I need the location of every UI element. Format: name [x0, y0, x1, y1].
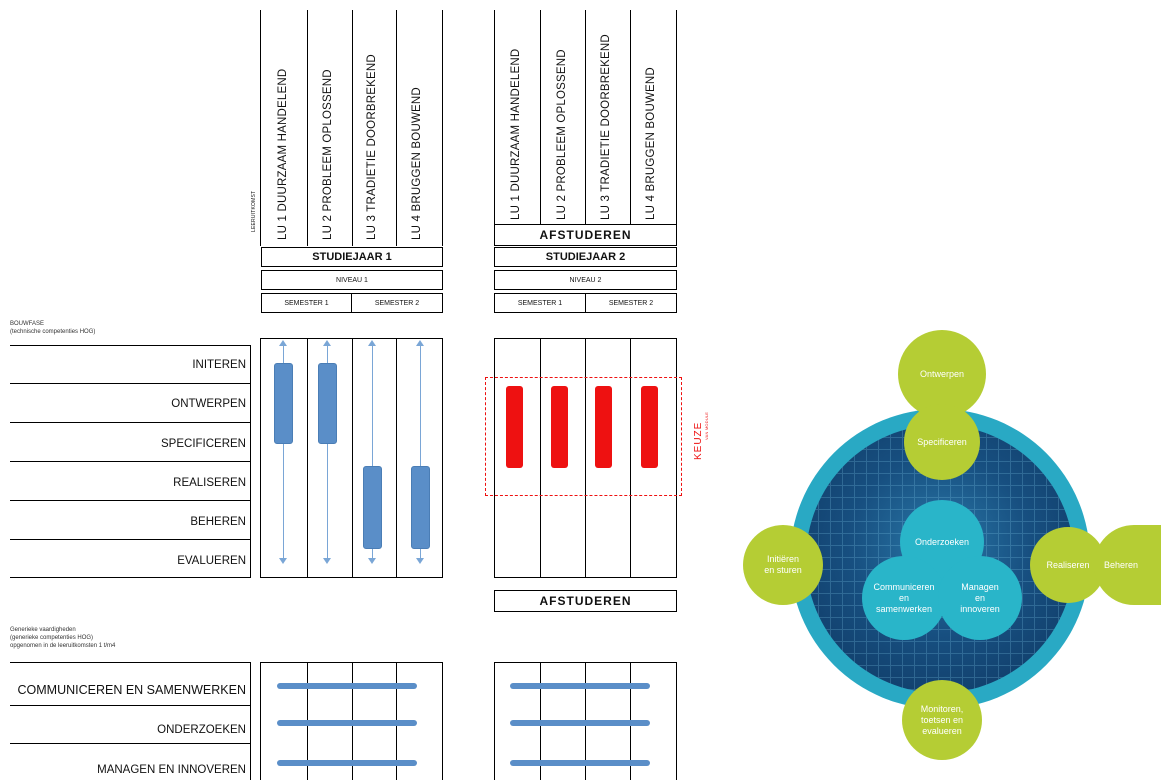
arrow-up-icon: [416, 340, 424, 346]
beheren-circle: Beheren: [1094, 525, 1161, 605]
studiejaar-1-header: STUDIEJAAR 1: [261, 247, 443, 267]
keuze-sub-label: VAN MODULE: [704, 411, 709, 440]
lu2-keuze-bar: [551, 386, 568, 468]
column-header-lu2: LU 2 PROBLEEM OPLOSSEND: [322, 69, 334, 240]
phase-evalueren: EVALUEREN: [177, 555, 246, 567]
afstuderen-header: AFSTUDEREN: [494, 224, 677, 246]
skill-bar: [277, 720, 417, 726]
column-header-lu4: LU 4 BRUGGEN BOUWEND: [411, 87, 423, 240]
arrow-down-icon: [279, 558, 287, 564]
skill-bar: [510, 683, 650, 689]
ontwerpen-circle: Ontwerpen: [898, 330, 986, 418]
column-header-lu3: LU 3 TRADIETIE DOORBREKEND: [366, 54, 378, 240]
lu2-range-bar: [318, 363, 337, 444]
skill-onderzoeken: ONDERZOEKEN: [157, 724, 246, 736]
arrow-down-icon: [416, 558, 424, 564]
keuze-selection-box: [485, 377, 682, 496]
column-header-lu3-y2: LU 3 TRADIETIE DOORBREKEND: [600, 34, 612, 220]
keuze-label: KEUZE: [693, 421, 704, 460]
lu3-range-bar: [363, 466, 382, 549]
skill-bar: [277, 683, 417, 689]
skill-bar: [277, 760, 417, 766]
semester-1-header: SEMESTER 1: [261, 293, 352, 313]
studiejaar-2-header: STUDIEJAAR 2: [494, 247, 677, 267]
arrow-up-icon: [368, 340, 376, 346]
arrow-up-icon: [279, 340, 287, 346]
lu1-range-bar: [274, 363, 293, 444]
lu3-keuze-bar: [595, 386, 612, 468]
arrow-down-icon: [368, 558, 376, 564]
skill-bar: [510, 760, 650, 766]
phase-beheren: BEHEREN: [190, 516, 246, 528]
afstuderen-footer: AFSTUDEREN: [494, 590, 677, 612]
realiseren-circle: Realiseren: [1030, 527, 1106, 603]
lu4-keuze-bar: [641, 386, 658, 468]
lu1-keuze-bar: [506, 386, 523, 468]
lu4-range-bar: [411, 466, 430, 549]
leeruitkomst-label: LEERUITKOMST: [251, 190, 257, 232]
phase-ontwerpen: ONTWERPEN: [171, 398, 246, 410]
specificeren-circle: Specificeren: [904, 404, 980, 480]
niveau-2-header: NIVEAU 2: [494, 270, 677, 290]
semester-2-header: SEMESTER 2: [351, 293, 443, 313]
column-header-lu4-y2: LU 4 BRUGGEN BOUWEND: [645, 67, 657, 220]
semester-1-header-y2: SEMESTER 1: [494, 293, 586, 313]
phase-specificeren: SPECIFICEREN: [161, 438, 246, 450]
arrow-up-icon: [323, 340, 331, 346]
arrow-down-icon: [323, 558, 331, 564]
column-header-lu1: LU 1 DUURZAAM HANDELEND: [277, 68, 289, 240]
semester-2-header-y2: SEMESTER 2: [585, 293, 677, 313]
skill-communiceren: COMMUNICEREN EN SAMENWERKEN: [17, 683, 247, 697]
column-header-lu1-y2: LU 1 DUURZAAM HANDELEND: [510, 48, 522, 220]
phase-initeren: INITEREN: [192, 359, 246, 371]
column-header-lu2-y2: LU 2 PROBLEEM OPLOSSEND: [556, 49, 568, 220]
niveau-1-header: NIVEAU 1: [261, 270, 443, 290]
phase-realiseren: REALISEREN: [173, 477, 246, 489]
skill-bar: [510, 720, 650, 726]
skill-managen: MANAGEN EN INNOVEREN: [97, 764, 246, 776]
